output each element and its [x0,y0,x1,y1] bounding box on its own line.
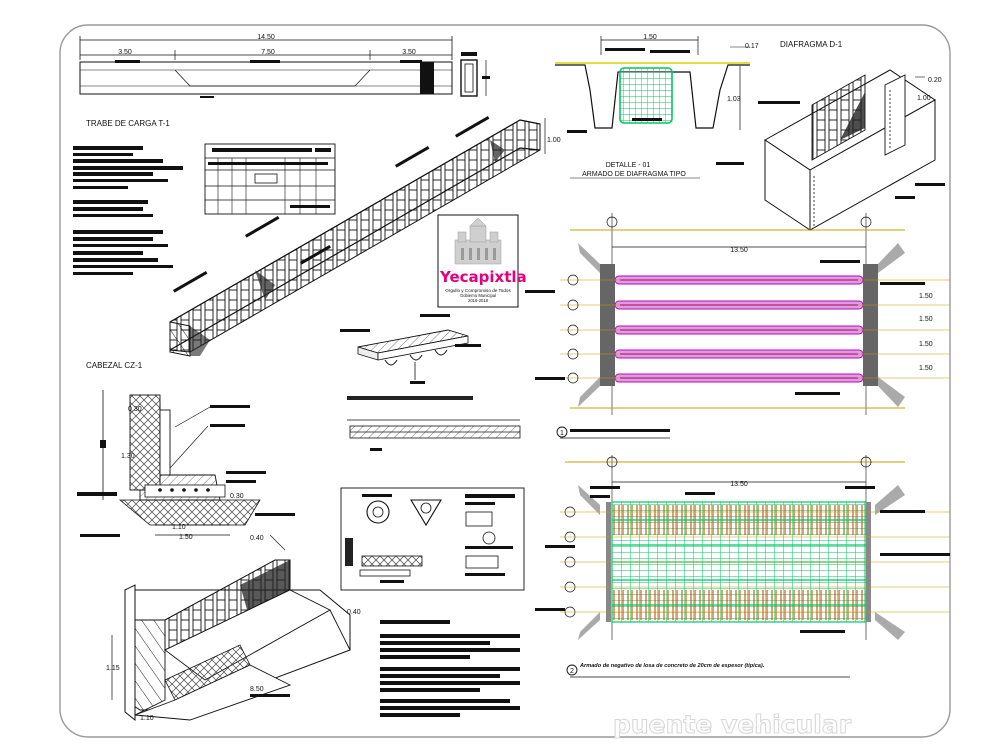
logo-years: 2016-2018 [468,298,489,303]
trabe-isometric: 1.00 [169,116,561,357]
logo-subtitle: Gobierno Municipal [460,293,496,298]
diaphragm-detail: 1.50 0.17 1.03 DETALLE - 01 ARMADO DE DI… [555,34,759,179]
diafragma-title: DIAFRAGMA D-1 [780,40,843,49]
abutment-dim-right: 0.40 [347,609,361,616]
general-notes [380,620,520,717]
trabe-notes [73,146,183,275]
detalle-caption-1: DETALLE - 01 [606,162,651,169]
diafragma-dim-top: 0.20 [928,77,942,84]
beam-dim-center: 7.50 [261,49,275,56]
abutment-dim-length: 8.50 [250,686,264,693]
beam-dim-right: 3.50 [402,49,416,56]
trabe-height: 1.00 [547,137,561,144]
diafragma-isometric: 0.20 1.00 [716,69,945,231]
plan2-note-number: 2 [570,668,574,675]
cabezal-section: 0.30 1.30 0.30 1.10 1.50 [77,390,295,541]
beam-overall-dim: 14.50 [257,34,275,41]
cabezal-dim-5: 1.50 [179,534,193,541]
sheet-frame [59,24,951,738]
municipal-logo: Yecapixtla Orgullo y Compromiso de Todos… [437,214,527,308]
cabezal-dim-1: 0.30 [128,406,142,413]
rebar-table [204,143,336,215]
beam-elevation: 14.50 3.50 7.50 3.50 [79,34,490,98]
plan2-span: 13.50 [730,481,748,488]
cabezal-dim-2: 1.30 [121,453,135,460]
detalle-width: 1.50 [643,34,657,41]
trabe-title: TRABE DE CARGA T-1 [86,119,170,128]
slab-section-detail [340,314,481,384]
cabezal-dim-4: 1.10 [172,524,186,531]
logo-tagline: Orgullo y Compromiso de Todos [445,288,511,293]
plan-beams: 13.50 1.50 1.50 1.50 [525,213,950,439]
detalle-top-dim: 0.17 [745,43,759,50]
plan1-span: 13.50 [730,247,748,254]
rebar-detail-box [340,487,525,591]
logo-name: Yecapixtla [439,268,527,286]
cabezal-dim-3: 0.30 [230,493,244,500]
abutment-dim-top: 0.40 [250,535,264,542]
detalle-caption-2: ARMADO DE DIAFRAGMA TIPO [582,171,686,178]
sheet-watermark: puente vehicular [613,710,852,739]
plan2-note-text: Armado de negativo de losa de concreto d… [579,663,765,669]
diafragma-dim-height: 1.00 [917,95,931,102]
detalle-height: 1.03 [727,96,741,103]
plan1-spacing-2: 1.50 [919,316,933,323]
abutment-dim-height: 1.15 [106,665,120,672]
abutment-isometric: 0.40 0.40 1.15 1.10 8.50 [106,534,361,722]
beam-dim-left: 3.50 [118,49,132,56]
plan1-spacing-1: 1.50 [919,293,933,300]
abutment-dim-base: 1.10 [140,715,154,722]
cabezal-title: CABEZAL CZ-1 [86,361,143,370]
deck-strip-section [347,396,521,451]
plan1-spacing-3: 1.50 [919,341,933,348]
plan-slab: 13.50 2 Armado de negativo de losa de co [535,455,950,678]
plan1-spacing-4: 1.50 [919,365,933,372]
plan1-note-number: 1 [560,430,564,437]
